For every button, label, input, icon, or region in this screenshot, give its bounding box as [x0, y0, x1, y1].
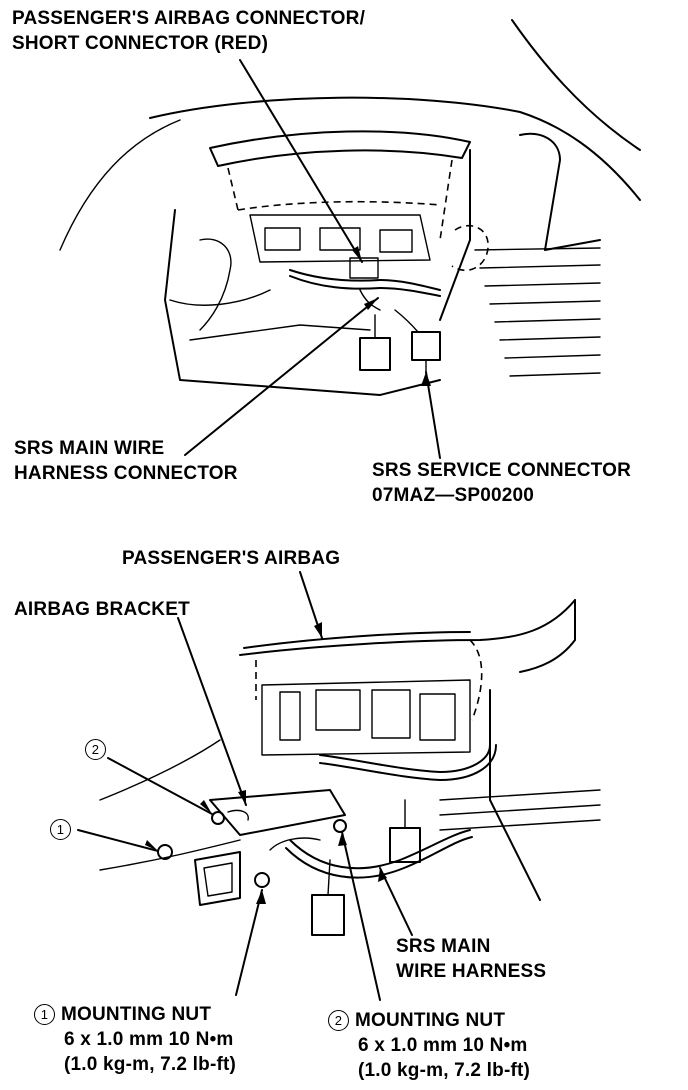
passenger-airbag-connector-line1: PASSENGER'S AIRBAG CONNECTOR/ — [12, 8, 366, 29]
mounting-nut-1-title: MOUNTING NUT — [61, 1004, 212, 1025]
srs-service-connector-line2: 07MAZ—SP00200 — [372, 485, 535, 506]
mounting-nut-2-title: MOUNTING NUT — [355, 1010, 506, 1031]
mounting-nut-1-size: 6 x 1.0 mm 10 N•m — [64, 1029, 234, 1050]
mounting-nut-2-spec: 2 MOUNTING NUT 6 x 1.0 mm 10 N•m (1.0 kg-… — [328, 1008, 530, 1083]
passenger-airbag-connector-label: PASSENGER'S AIRBAG CONNECTOR/ SHORT CONN… — [12, 6, 365, 56]
srs-main-wire-harness-connector-line2: HARNESS CONNECTOR — [14, 463, 238, 484]
passenger-airbag-connector-line2: SHORT CONNECTOR (RED) — [12, 33, 269, 54]
passenger-airbag-label: PASSENGER'S AIRBAG — [122, 548, 341, 569]
mounting-nut-2-torque: (1.0 kg-m, 7.2 lb-ft) — [358, 1060, 531, 1081]
srs-main-wire-harness-line1: SRS MAIN — [396, 936, 491, 957]
srs-service-connector-label: SRS SERVICE CONNECTOR 07MAZ—SP00200 — [372, 458, 631, 508]
srs-main-wire-harness-connector-label: SRS MAIN WIRE HARNESS CONNECTOR — [14, 436, 238, 486]
callout-1-marker: 1 — [50, 817, 77, 842]
srs-main-wire-harness-label: SRS MAIN WIRE HARNESS — [396, 934, 546, 984]
mounting-nut-1-number: 1 — [34, 1004, 55, 1025]
srs-service-connector-line1: SRS SERVICE CONNECTOR — [372, 460, 631, 481]
callout-1-number: 1 — [50, 819, 71, 840]
bottom-bracket-drawing — [77, 571, 601, 1001]
airbag-bracket-label: AIRBAG BRACKET — [14, 599, 190, 620]
srs-main-wire-harness-connector-line1: SRS MAIN WIRE — [14, 438, 165, 459]
mounting-nut-1-spec: 1 MOUNTING NUT 6 x 1.0 mm 10 N•m (1.0 kg-… — [34, 1002, 236, 1077]
top-dashboard-drawing — [59, 19, 641, 459]
callout-2-marker: 2 — [85, 737, 112, 762]
callout-2-number: 2 — [85, 739, 106, 760]
mounting-nut-1-torque: (1.0 kg-m, 7.2 lb-ft) — [64, 1054, 237, 1075]
mounting-nut-2-size: 6 x 1.0 mm 10 N•m — [358, 1035, 528, 1056]
srs-main-wire-harness-line2: WIRE HARNESS — [396, 961, 547, 982]
mounting-nut-2-number: 2 — [328, 1010, 349, 1031]
